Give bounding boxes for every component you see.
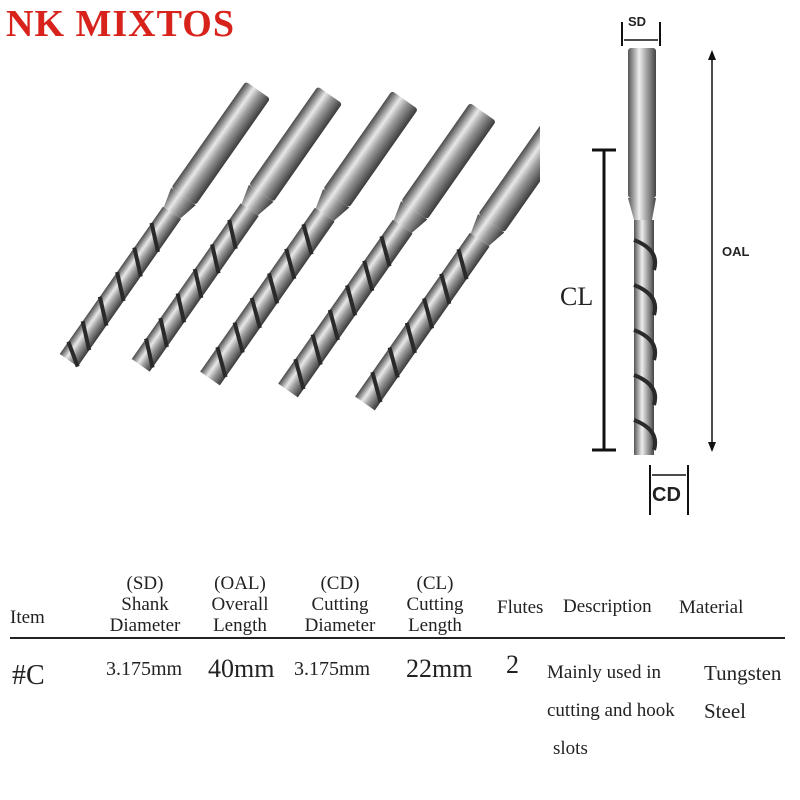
- header-cl-line1: Cutting: [406, 594, 464, 615]
- header-cl-line2: Length: [408, 615, 462, 636]
- row-cl: 22mm: [406, 654, 473, 683]
- header-sd: (SD) Shank Diameter: [100, 573, 190, 636]
- oal-label: OAL: [722, 244, 750, 259]
- header-cd-abbr: (CD): [320, 573, 360, 594]
- table-divider: [10, 637, 785, 639]
- header-cd-line1: Cutting: [311, 594, 369, 615]
- row-material-line2: Steel: [704, 699, 746, 723]
- header-description: Description: [563, 596, 652, 617]
- header-material: Material: [679, 597, 744, 618]
- bit-1: [59, 82, 270, 368]
- row-description: Mainly used in cutting and hook slots: [547, 654, 707, 768]
- header-cl: (CL) Cutting Length: [395, 573, 475, 636]
- brand-logo: NK MIXTOS: [6, 3, 235, 45]
- header-cl-abbr: (CL): [416, 573, 454, 594]
- bit-3: [200, 92, 417, 386]
- header-oal-abbr: (OAL): [214, 573, 266, 594]
- row-oal: 40mm: [208, 654, 275, 683]
- row-description-line3: slots: [553, 738, 588, 759]
- bit-5: [355, 117, 540, 411]
- header-oal: (OAL) Overall Length: [200, 573, 280, 636]
- header-flutes: Flutes: [497, 597, 544, 618]
- row-cd: 3.175mm: [294, 658, 371, 680]
- bit-4: [278, 104, 495, 398]
- header-sd-line1: Shank: [121, 594, 169, 615]
- end-mill-bits-photo: [59, 82, 540, 411]
- header-oal-line2: Length: [213, 615, 267, 636]
- row-material-line1: Tungsten: [704, 661, 782, 685]
- bit-2: [131, 87, 342, 372]
- header-cd-line2: Diameter: [304, 615, 376, 636]
- row-item: #C: [12, 660, 45, 691]
- cd-label: CD: [652, 484, 681, 506]
- row-material: Tungsten Steel: [704, 654, 796, 730]
- sd-label: SD: [628, 14, 647, 29]
- header-sd-abbr: (SD): [126, 573, 164, 594]
- header-oal-line1: Overall: [211, 594, 269, 615]
- cl-label: CL: [560, 282, 594, 311]
- row-sd: 3.175mm: [106, 658, 183, 680]
- row-description-line2: cutting and hook: [547, 700, 675, 721]
- row-flutes: 2: [506, 650, 519, 679]
- header-cd: (CD) Cutting Diameter: [295, 573, 385, 636]
- header-sd-line2: Diameter: [109, 615, 181, 636]
- header-item: Item: [10, 607, 45, 628]
- dimension-diagram: [592, 22, 716, 515]
- row-description-line1: Mainly used in: [547, 662, 661, 683]
